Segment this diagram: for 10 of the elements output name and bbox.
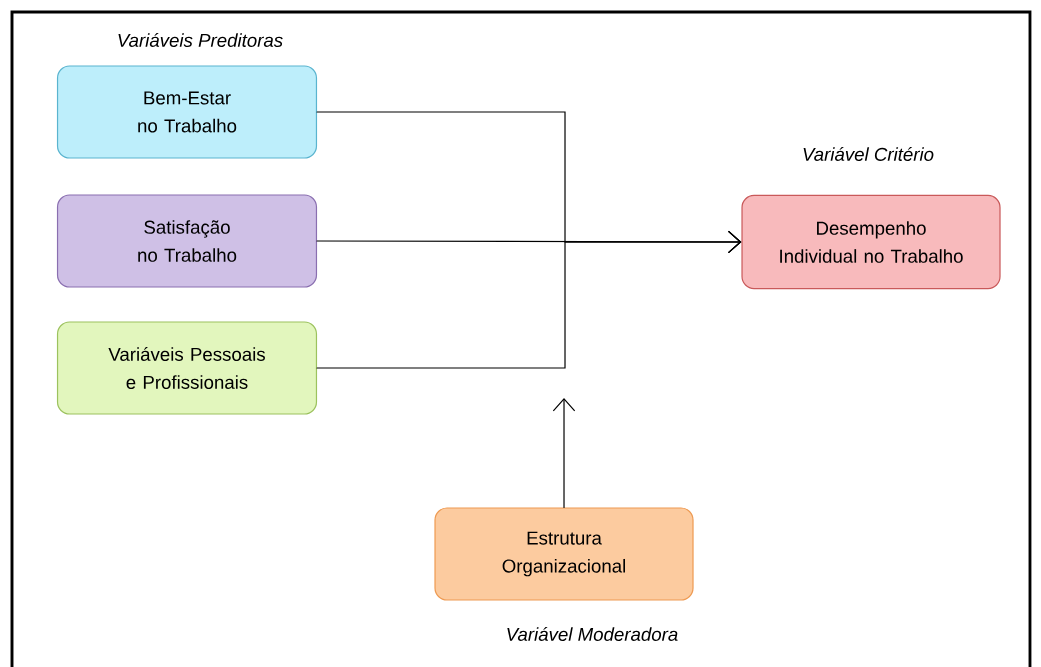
- arrow: [316, 230, 742, 369]
- arrow: [552, 398, 576, 508]
- variable-box: Estrutura Organizacional: [434, 507, 694, 601]
- variable-caption: Variável Moderadora: [507, 627, 678, 641]
- group-caption: Variáveis Preditoras: [118, 33, 283, 47]
- variable-caption: Variável Critério: [803, 147, 934, 161]
- variable-box: Bem-Estar no Trabalho: [56, 65, 318, 159]
- variable-box: Variáveis Pessoais e Profissionais: [56, 321, 318, 415]
- variable-box: Desempenho Individual no Trabalho: [741, 194, 1001, 290]
- variable-box: Satisfação no Trabalho: [56, 194, 318, 288]
